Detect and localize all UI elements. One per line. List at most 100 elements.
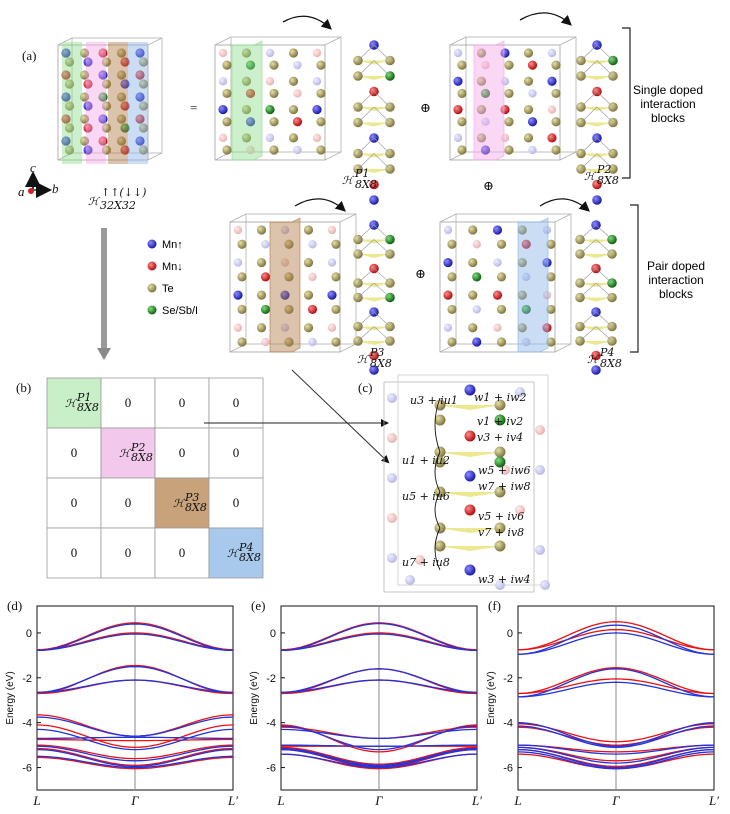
main-atom-1-6 [79,114,90,124]
chart-1-series-1-band-6 [281,744,477,747]
chart-2-series-0-band-1 [517,628,715,651]
chain4-bond-a-8 [579,326,597,342]
chain2-bond-a-8 [580,153,598,170]
chart-0-series-0-band-6 [37,738,233,742]
block1-atom-2-7 [269,145,279,155]
block2-atom-4-0 [547,48,557,58]
chart-0-series-1-band-3 [36,679,234,694]
block2-atom-1-4 [476,104,487,115]
axis-b-label: b [52,181,59,196]
block1-cell-edge-0 [214,36,232,46]
chart-0-ytick-label-1: -2 [22,673,32,685]
block2-atom-4-1 [551,60,561,70]
block4-atom-3-6 [517,323,527,333]
panel-c-label: (c) [358,380,372,395]
oplus-2: ⊕ [483,178,494,193]
chart-1-series-1-band-8 [280,748,478,768]
matrix-zero-0-2: 0 [179,395,186,410]
c-bg-atom-12 [495,580,505,590]
chart-2-series-1-band-8 [517,748,715,769]
block3-atom-4-5 [331,304,341,315]
block3-atom-1-5 [260,304,271,315]
main-atom-2-9 [101,145,112,155]
block3-atom-2-3 [284,272,294,282]
svg-text:interaction: interaction [648,273,703,287]
chart-1-xtick-label-2: L′ [471,793,482,808]
chart-0-series-0-band-5 [36,724,234,749]
c-te-r-2 [494,414,506,426]
block2-atom-1-5 [481,117,490,126]
chain3-bond-a-4 [357,268,375,284]
block1-cell-edge-3 [324,151,342,161]
svg-text:P2: P2 [596,163,611,176]
block1-atom-1-0 [241,48,252,58]
h4-label: ℋ P4 8X8 [587,346,622,370]
block4-atom-4-0 [542,225,552,235]
c-hopping-label-2: v1 + iv2 [477,415,523,428]
chain4-bond-b-2 [595,239,613,255]
block3-atom-0-6 [233,323,243,332]
c-layer-3 [438,528,502,533]
matrix-diag-sub-0: 8X8 [77,401,99,414]
svg-text:P4: P4 [599,346,614,359]
chart-1-series-1-band-0 [280,622,478,652]
svg-text:blocks: blocks [651,111,685,125]
chart-0-series-0-band-0 [36,622,234,651]
block1-atom-0-0 [218,48,228,58]
chain2-layer-7 [581,153,613,158]
block3-cell-edge-0 [229,213,247,223]
matrix-zero-1-2: 0 [179,445,186,460]
chart-1-xtick-label-0: L [276,793,284,808]
chain3-bond-a-5 [357,282,375,298]
chain3-layer-4 [358,283,390,287]
c-cell-front [383,381,535,593]
legend-te-marker [147,283,157,293]
chain2-bond-b-8 [596,153,614,170]
block3-atom-3-7 [308,337,317,347]
main-atom-1-4 [79,92,90,102]
block4-atom-4-1 [546,239,556,249]
c-hopping-label-8: v5 + iv6 [478,510,524,523]
h2-label: ℋ P2 8X8 [584,163,619,187]
block4-atom-3-1 [521,239,531,249]
block3-atom-1-3 [260,272,271,282]
chart-0-ytick-label-0: 0 [26,628,32,640]
chain4-layer-7 [580,326,612,331]
chain3-bond-a-1 [357,224,375,240]
block2-atom-0-0 [453,48,463,58]
svg-text:P3: P3 [369,346,384,359]
block2-atom-3-0 [523,48,534,58]
block4-cell-edge-1 [554,213,572,223]
c-bg-atom-0 [387,393,397,403]
chain1-bond-b-5 [373,106,391,123]
main-atom-4-1 [138,57,149,67]
main-cell-edge-0 [57,37,73,46]
matrix-zero-1-0: 0 [71,445,78,460]
chart-0-xtick-label-1: Γ [130,793,139,808]
main-atom-0-2 [61,70,71,80]
chain3-mn-10 [369,365,379,375]
block4-atom-4-6 [542,323,552,333]
block3-atom-0-7 [237,337,247,347]
chain1-mn-10 [369,195,379,205]
block1-highlight-slab [231,40,263,161]
main-atom-1-0 [79,48,90,58]
block1-cell-front [214,44,326,161]
block3-atom-1-6 [256,323,267,333]
c-layer-4 [438,546,502,551]
block4-atom-0-3 [447,272,457,282]
main-atom-2-2 [98,70,108,80]
chain1-bond-a-8 [357,153,375,170]
crystal-structures [57,36,618,375]
matrix-diag-sup-2: P3 [184,491,199,504]
c-layer-1 [438,452,502,457]
chain2-bond-b-7 [596,137,614,154]
chart-0-series-0-band-7 [36,744,234,760]
legend-mn-down-label: Mn↓ [162,261,183,273]
main-atom-0-5 [64,101,75,111]
block4-atom-2-7 [496,337,507,347]
curved-arrow-1 [282,15,332,30]
block3-atom-0-4 [233,290,243,300]
block2-atom-4-7 [551,145,561,155]
